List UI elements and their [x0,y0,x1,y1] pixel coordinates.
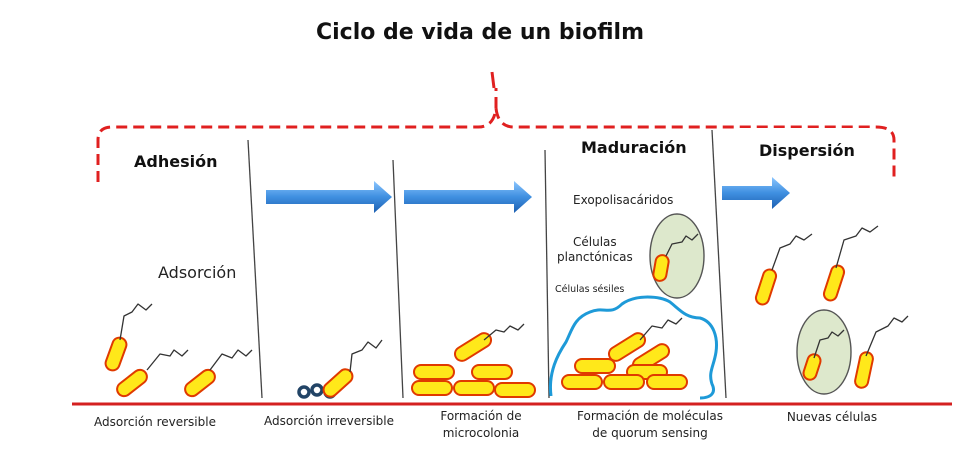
bacterium-cell [453,380,495,396]
bacterium-cell [574,358,616,374]
maduracion-heading-box [566,130,706,170]
bacteria-cells [104,254,874,398]
stage-separators [247,129,727,399]
phase-dispersion: Dispersión [759,141,855,160]
flagellum [146,349,189,371]
flagellum [865,315,909,357]
flagellum [119,303,153,341]
caption-quorum-sensing-line2: de quorum sensing [592,426,707,440]
label-celulas-planctonicas-line2: planctónicas [557,250,633,264]
arrow-3 [722,177,790,209]
flagellum [665,233,699,257]
flagella [119,225,909,373]
bacterium-cell [184,368,216,398]
bacterium-cell [607,332,647,362]
flagellum [639,317,683,341]
bacterium-cell [104,336,128,372]
dispersion-heading-box [734,128,874,174]
arrow-2 [404,181,532,213]
bacterium-cell [652,254,670,282]
flagellum [813,329,845,359]
phase-adhesion: Adhesión [134,152,217,171]
biofilm-matrix [548,295,718,400]
label-celulas-planctonicas-line1: Células [573,235,617,249]
bacterium-cell [822,264,846,302]
bacterium-cell [413,364,455,380]
caption-quorum-sensing-line1: Formación de moléculas [577,409,723,423]
caption-adsorcion-reversible: Adsorción reversible [94,415,216,429]
progress-arrows [266,177,790,213]
flagellum [483,323,525,341]
caption-nuevas-celulas: Nuevas células [787,410,877,424]
bacterium-cell [494,382,536,398]
caption-adsorcion-irreversible: Adsorción irreversible [264,414,394,428]
bacterium-cell [411,380,453,396]
bacterium-cell [561,374,603,390]
flagellum [349,339,383,373]
flagellum [209,349,253,371]
dispersed-capsule [796,309,852,395]
flagellum [835,225,879,269]
bracket-tip [490,71,496,89]
phase-maduracion: Maduración [581,138,687,157]
bacterium-cell [471,364,513,380]
label-exopolisacaridos: Exopolisacáridos [573,193,673,207]
diagram-title: Ciclo de vida de un biofilm [316,20,644,45]
stage-captions: Adsorción reversible Adsorción irreversi… [94,409,877,440]
bacterium-cell [453,332,493,362]
bacterium-cell [646,374,688,390]
bacterium-cell [603,374,645,390]
label-celulas-sesiles: Células sésiles [555,284,624,295]
adhesion-heading-box [118,142,250,180]
bacterium-cell [802,353,822,381]
caption-formacion-microcolonia-line2: microcolonia [443,426,520,440]
arrow-1 [266,181,392,213]
bacterium-cell [116,368,148,398]
flagellum [771,233,813,271]
red-dashed-bracket [96,88,896,182]
bacterium-cell [754,268,778,306]
bacterium-cell [854,351,874,389]
label-adsorcion: Adsorción [158,263,236,282]
caption-formacion-microcolonia-line1: Formación de [440,409,521,423]
